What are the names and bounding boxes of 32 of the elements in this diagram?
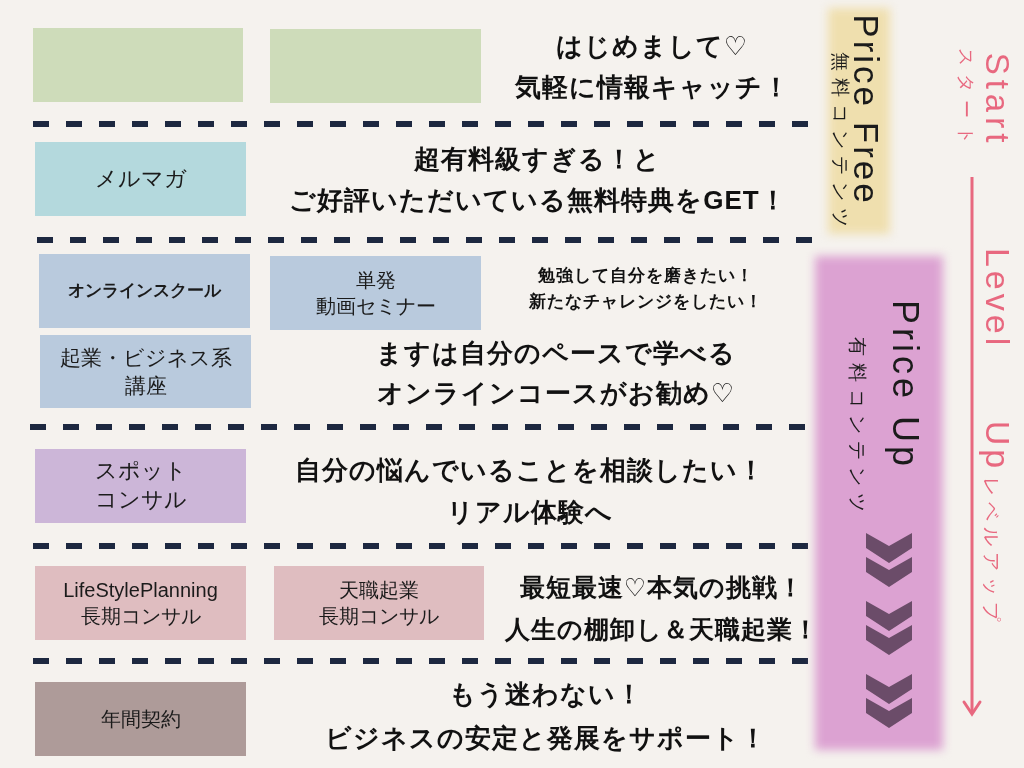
- service-name: 単発動画セミナー: [315, 268, 436, 319]
- service-name: LifeStylePlanning長期コンサル: [63, 578, 218, 629]
- start-sublabel: スタート: [957, 48, 975, 152]
- catchphrase-text: 勉強して自分を磨きたい！新たなチャレンジをしたい！: [529, 265, 763, 313]
- service-name: 年間契約: [100, 707, 181, 732]
- catchphrase-text: ますは自分のペースで学べるオンラインコースがお勧め♡: [376, 337, 736, 410]
- catchphrase-text: はじめまして♡気軽に情報キャッチ！: [514, 30, 790, 104]
- level-up-sublabel: レベルアップ: [981, 477, 1001, 627]
- content-box: [270, 256, 481, 330]
- service-name: メルマガ: [94, 164, 187, 193]
- catchphrase-text: 最短最速♡本気の挑戦！人生の棚卸し＆天職起業！: [505, 572, 819, 645]
- catchphrase-text: もう迷わない！ビジネスの安定と発展をサポート！: [325, 678, 767, 755]
- level-up-label: Level Up: [981, 247, 1015, 473]
- catchphrase-text: 超有料級すぎる！とご好評いただいている無料特典をGET！: [289, 143, 787, 217]
- price-heading: Price Up: [887, 300, 923, 470]
- service-name: 天職起業長期コンサル: [319, 578, 439, 629]
- service-name: 起業・ビジネス系講座: [59, 345, 232, 399]
- content-box: [33, 28, 243, 102]
- content-box: [35, 566, 246, 640]
- price-subheading: 無料コンテンツ: [830, 52, 850, 234]
- price-subheading: 有料コンテンツ: [847, 337, 867, 519]
- start-label: Start: [980, 52, 1014, 148]
- content-box: [274, 566, 484, 640]
- content-box: [35, 142, 246, 216]
- content-box: [39, 254, 250, 328]
- content-box: [270, 29, 481, 103]
- service-name: オンラインスクール: [68, 279, 221, 302]
- content-box: [35, 449, 246, 523]
- service-name: スポットコンサル: [94, 457, 187, 514]
- content-box: [40, 335, 251, 408]
- catchphrase-text: 自分の悩んでいることを相談したい！リアル体験へ: [295, 454, 765, 529]
- content-box: [35, 682, 246, 756]
